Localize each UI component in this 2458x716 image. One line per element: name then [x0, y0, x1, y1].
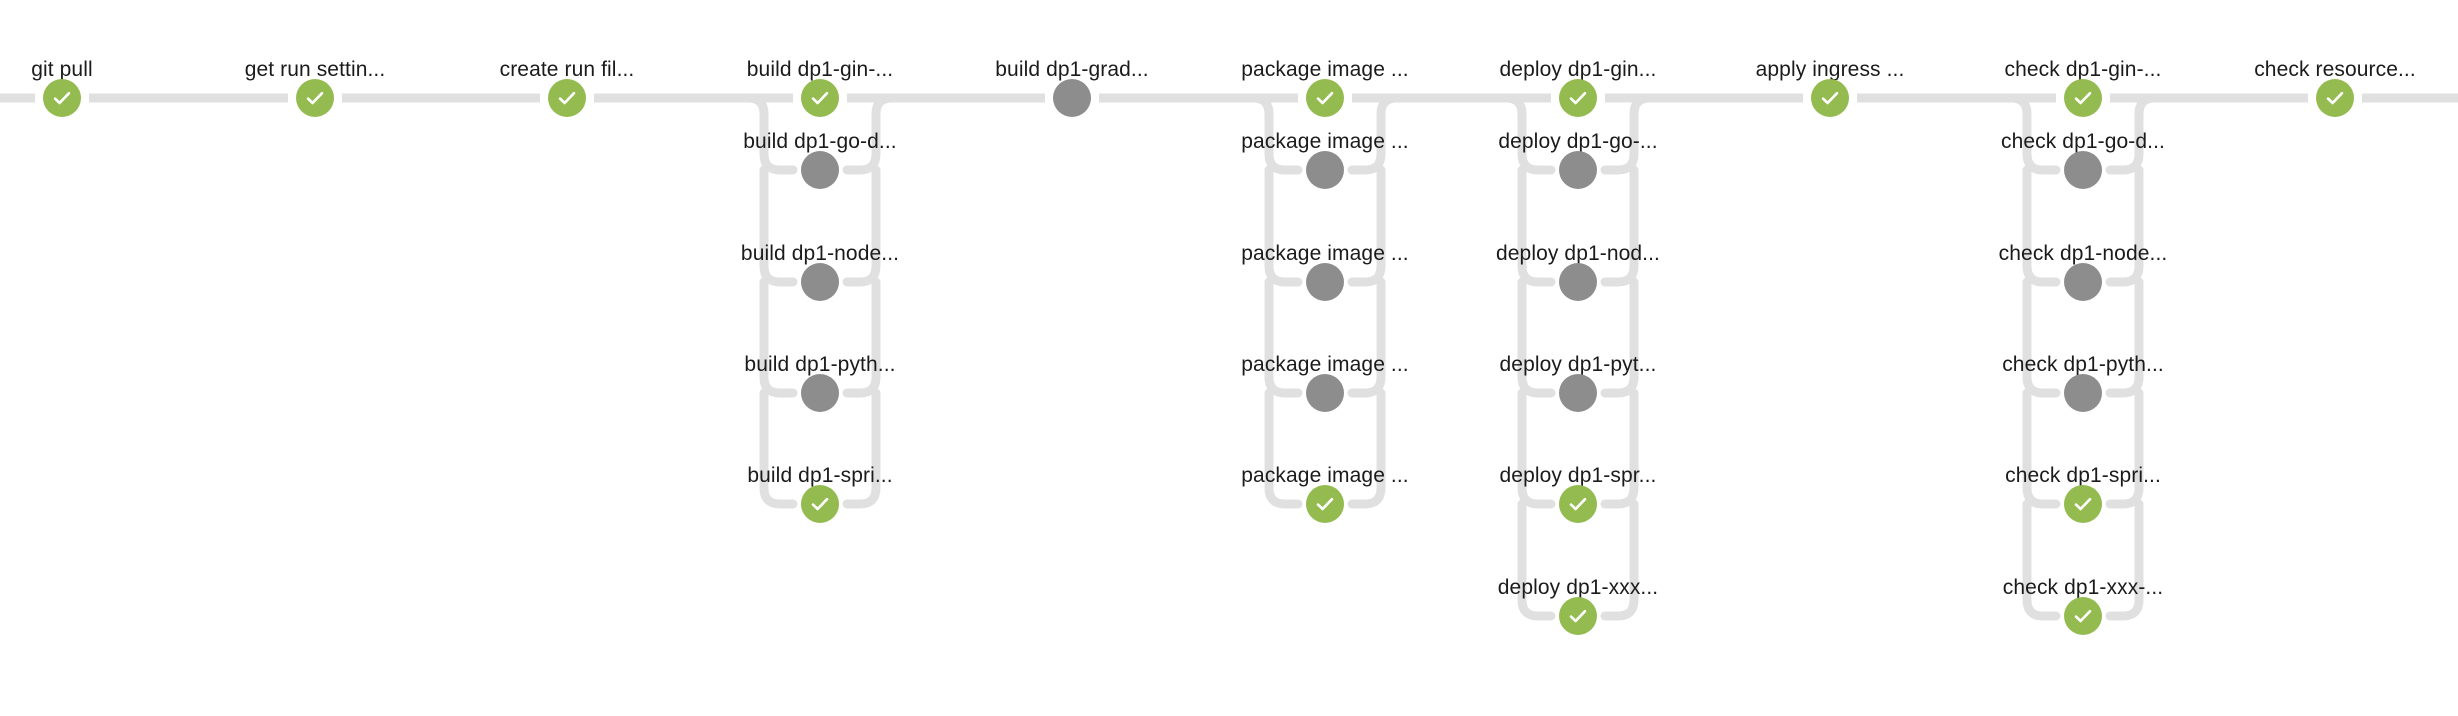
check-icon	[811, 497, 829, 511]
check-icon	[1316, 91, 1334, 105]
status-icon-success[interactable]	[296, 79, 334, 117]
status-icon-pending[interactable]	[801, 374, 839, 412]
node-label: deploy dp1-pyt...	[1499, 353, 1657, 376]
node-label: deploy dp1-xxx...	[1497, 576, 1659, 599]
status-icon-success[interactable]	[2064, 597, 2102, 635]
branch-shoulder-left	[743, 93, 769, 119]
node-label: deploy dp1-nod...	[1496, 242, 1660, 265]
node-label: get run settin...	[244, 58, 386, 81]
status-icon-pending[interactable]	[1306, 151, 1344, 189]
branch-shoulder-left	[2006, 93, 2032, 119]
status-icon-pending[interactable]	[2064, 263, 2102, 301]
node-label: check resource...	[2254, 58, 2416, 81]
node-label: check dp1-xxx-...	[2002, 576, 2164, 599]
branch-shoulder-left	[1248, 93, 1274, 119]
check-icon	[53, 91, 71, 105]
status-icon-pending[interactable]	[1306, 263, 1344, 301]
node-label: build dp1-grad...	[995, 58, 1149, 81]
check-icon	[811, 91, 829, 105]
status-icon-success[interactable]	[1559, 597, 1597, 635]
node-label: build dp1-spri...	[747, 464, 893, 487]
branch-shoulder-right	[2134, 93, 2160, 119]
status-icon-success[interactable]	[801, 79, 839, 117]
status-icon-success[interactable]	[1306, 485, 1344, 523]
status-icon-success[interactable]	[2064, 79, 2102, 117]
node-label: build dp1-go-d...	[743, 130, 897, 153]
branch-shoulder-right	[1629, 93, 1655, 119]
node-label: deploy dp1-gin...	[1499, 58, 1657, 81]
node-label: package image ...	[1241, 353, 1409, 376]
status-icon-success[interactable]	[1559, 485, 1597, 523]
status-icon-pending[interactable]	[1053, 79, 1091, 117]
check-icon	[1316, 497, 1334, 511]
check-icon	[2074, 497, 2092, 511]
status-icon-pending[interactable]	[1559, 151, 1597, 189]
check-icon	[306, 91, 324, 105]
branch-shoulder-right	[1376, 93, 1402, 119]
status-icon-success[interactable]	[2316, 79, 2354, 117]
node-label: check dp1-node...	[1998, 242, 2168, 265]
node-label: build dp1-node...	[740, 242, 900, 265]
node-label: check dp1-spri...	[2005, 464, 2161, 487]
status-icon-pending[interactable]	[1559, 374, 1597, 412]
node-label: create run fil...	[499, 58, 635, 81]
check-icon	[1569, 497, 1587, 511]
node-label: check dp1-pyth...	[2002, 353, 2164, 376]
node-label: package image ...	[1241, 58, 1409, 81]
status-icon-pending[interactable]	[801, 151, 839, 189]
branch-shoulder-left	[1501, 93, 1527, 119]
node-label: git pull	[31, 58, 93, 81]
node-label: deploy dp1-go-...	[1498, 130, 1658, 153]
status-icon-success[interactable]	[548, 79, 586, 117]
status-icon-pending[interactable]	[801, 263, 839, 301]
check-icon	[1569, 609, 1587, 623]
node-label: check dp1-go-d...	[2001, 130, 2165, 153]
node-label: build dp1-pyth...	[744, 353, 896, 376]
node-label: check dp1-gin-...	[2004, 58, 2162, 81]
check-icon	[2074, 609, 2092, 623]
check-icon	[2326, 91, 2344, 105]
branch-shoulder-right	[871, 93, 897, 119]
node-label: apply ingress ...	[1755, 58, 1905, 81]
status-icon-pending[interactable]	[2064, 374, 2102, 412]
check-icon	[1821, 91, 1839, 105]
status-icon-pending[interactable]	[1559, 263, 1597, 301]
status-icon-pending[interactable]	[2064, 151, 2102, 189]
status-icon-pending[interactable]	[1306, 374, 1344, 412]
check-icon	[2074, 91, 2092, 105]
status-icon-success[interactable]	[1811, 79, 1849, 117]
status-icon-success[interactable]	[2064, 485, 2102, 523]
status-icon-success[interactable]	[1306, 79, 1344, 117]
node-label: package image ...	[1241, 130, 1409, 153]
check-icon	[1569, 91, 1587, 105]
node-label: deploy dp1-spr...	[1499, 464, 1657, 487]
status-icon-success[interactable]	[43, 79, 81, 117]
status-icon-success[interactable]	[801, 485, 839, 523]
node-label: package image ...	[1241, 242, 1409, 265]
node-label: package image ...	[1241, 464, 1409, 487]
status-icon-success[interactable]	[1559, 79, 1597, 117]
node-label: build dp1-gin-...	[746, 58, 894, 81]
check-icon	[558, 91, 576, 105]
